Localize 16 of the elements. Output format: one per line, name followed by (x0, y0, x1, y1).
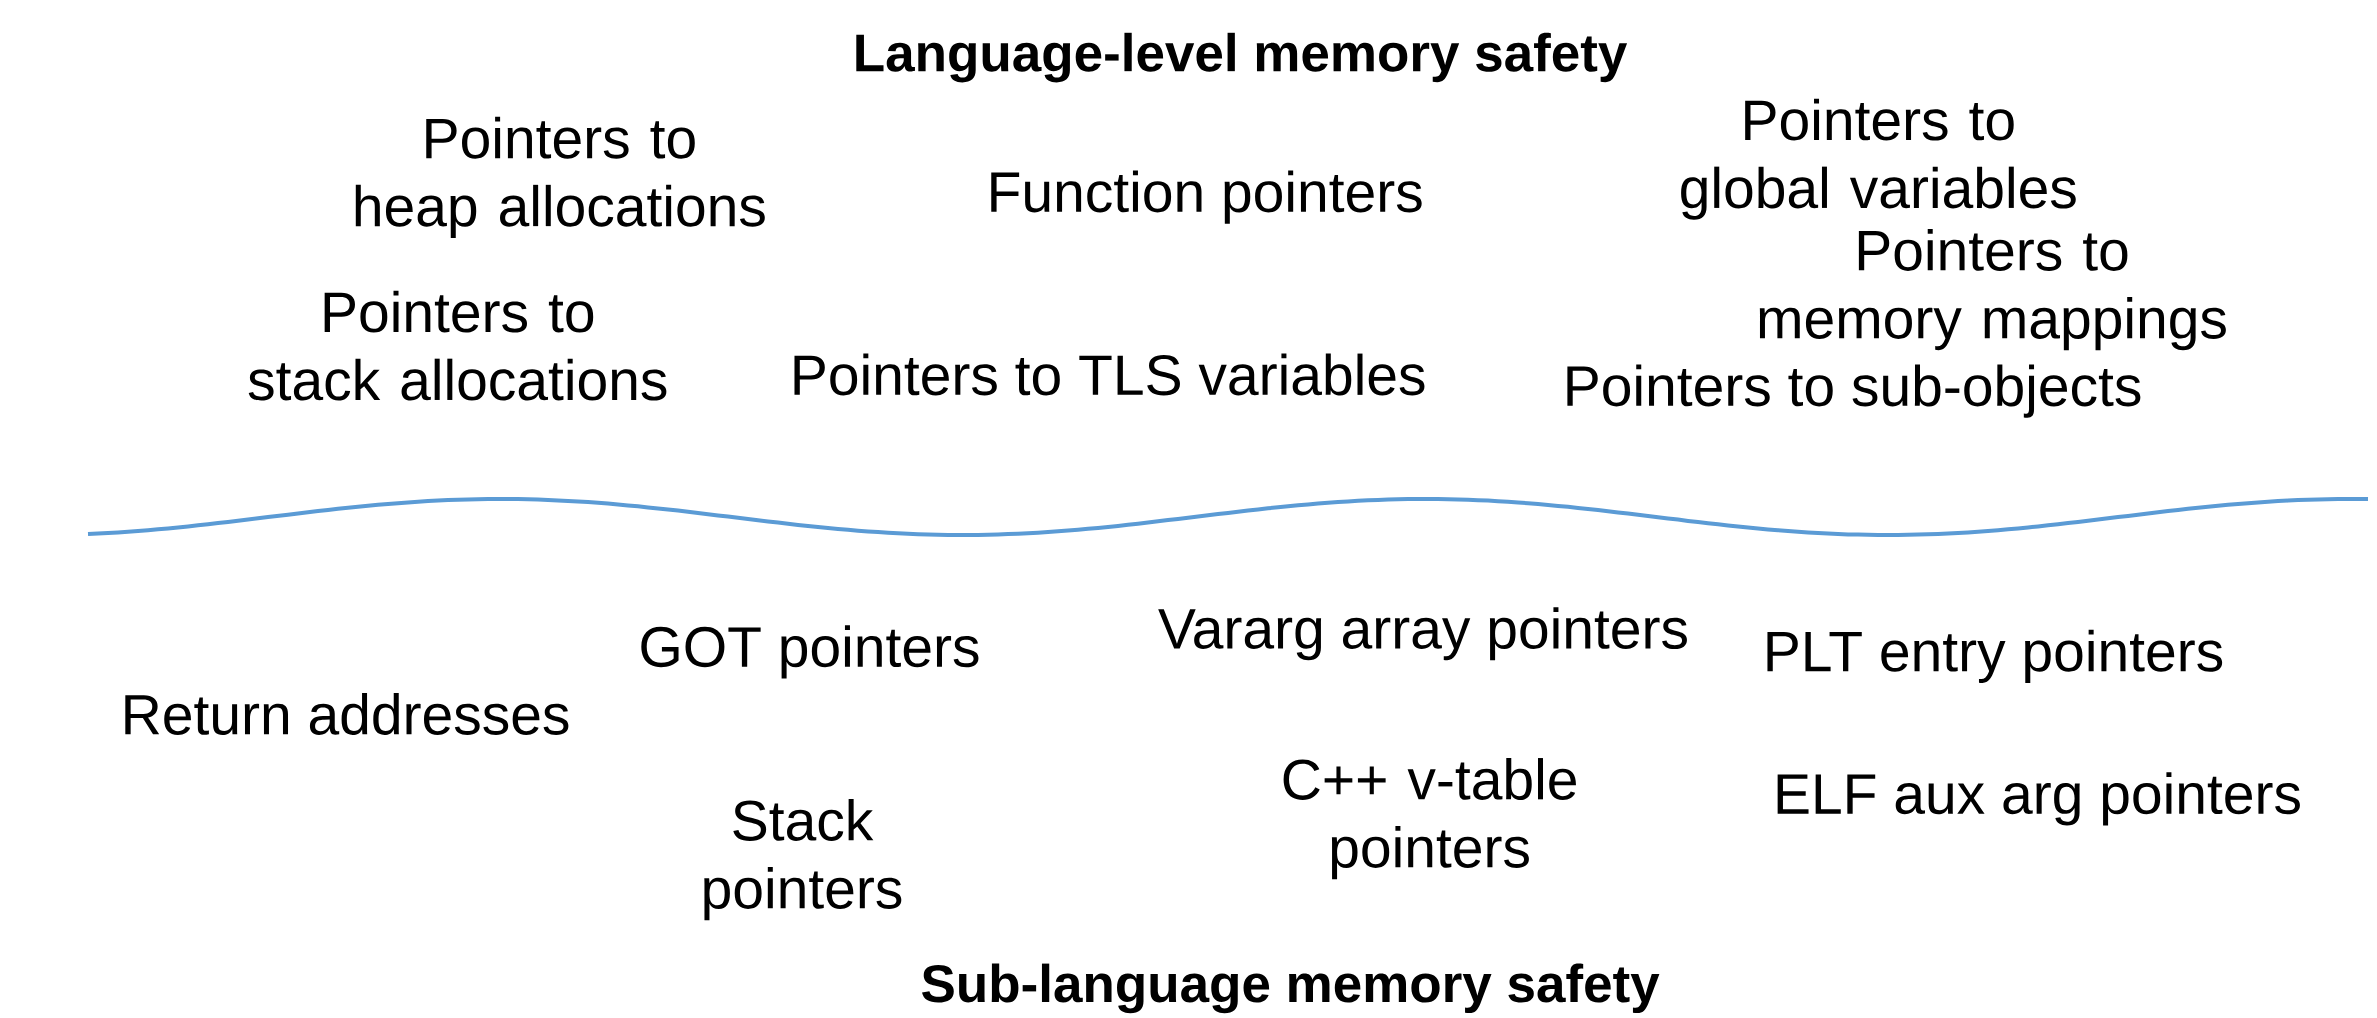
label-text: Pointers to stack allocations (248, 290, 667, 401)
label-text: GOT pointers (641, 625, 979, 679)
label-text: Pointers to heap allocations (355, 116, 765, 238)
label-text: Pointers to TLS variables (794, 353, 1425, 396)
label-text: Pointers to sub-objects (1567, 364, 2141, 418)
label-text: Pointers to memory mappings (1759, 229, 2226, 351)
heading: Sub-language memory safety (922, 963, 1660, 1014)
label-text: Stack pointers (704, 799, 902, 921)
label-text: C++ v-table pointers (1283, 758, 1576, 880)
label-text: Return addresses (125, 693, 569, 735)
label-text: ELF aux arg pointers (1777, 772, 2300, 826)
label-text: Function pointers (991, 170, 1422, 224)
label-text: PLT entry pointers (1767, 629, 2223, 683)
label-text: Vararg array pointers (1158, 607, 1687, 661)
label-text: Pointers to global variables (1681, 98, 2076, 220)
heading: Language-level memory safety (856, 32, 1628, 83)
